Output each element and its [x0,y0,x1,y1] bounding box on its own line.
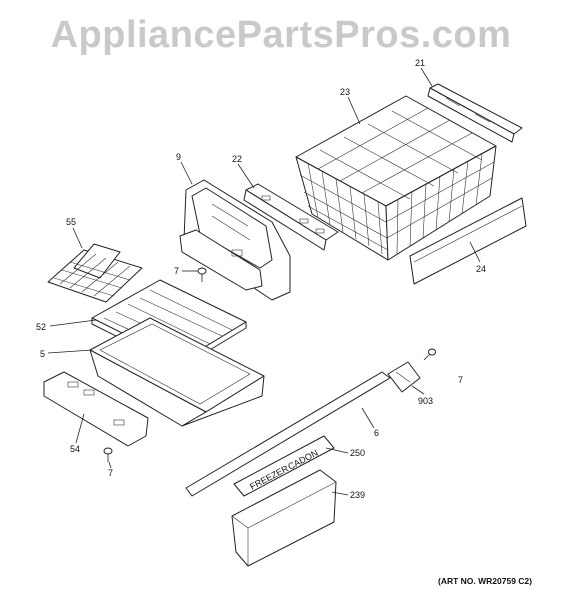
callout-7-upper: 7 [174,266,179,276]
part-239-bin [231,469,337,567]
callout-21: 21 [415,58,425,68]
callout-9: 9 [176,152,181,162]
part-54-side-bracket [43,371,149,447]
part-903-knob [387,361,421,393]
callout-23: 23 [340,87,350,97]
callout-6: 6 [374,428,379,438]
leader-lines [47,67,481,496]
part-6-slide-rail [185,371,391,497]
callout-52: 52 [36,322,46,332]
callout-54: 54 [70,444,80,454]
part-22-slide-bracket [243,183,339,251]
callout-250: 250 [350,448,365,458]
callout-55: 55 [66,217,76,227]
callout-239: 239 [350,490,365,500]
part-21-rail [427,83,523,143]
part-7-screw-c [423,348,436,361]
part-5-drawer-pan [89,317,265,427]
part-7-screw-b [103,447,113,462]
part-7-screw-a [197,267,207,282]
callout-7-lower: 7 [108,468,113,478]
part-9-side-frame [179,179,291,301]
callout-5: 5 [40,349,45,359]
callout-7-right: 7 [458,375,463,385]
art-number: (ART NO. WR20759 C2) [438,576,532,586]
part-23-wire-basket [295,95,497,261]
watermark-logo: AppliancePartsPros.com [50,14,512,56]
callout-24: 24 [476,264,486,274]
part-55-rack [47,243,143,303]
callout-903: 903 [418,396,433,406]
callout-labels: 21 23 9 22 55 7 24 52 5 7 903 54 6 7 250… [36,58,486,500]
callout-22: 22 [232,154,242,164]
part-24-front-panel [409,197,527,285]
